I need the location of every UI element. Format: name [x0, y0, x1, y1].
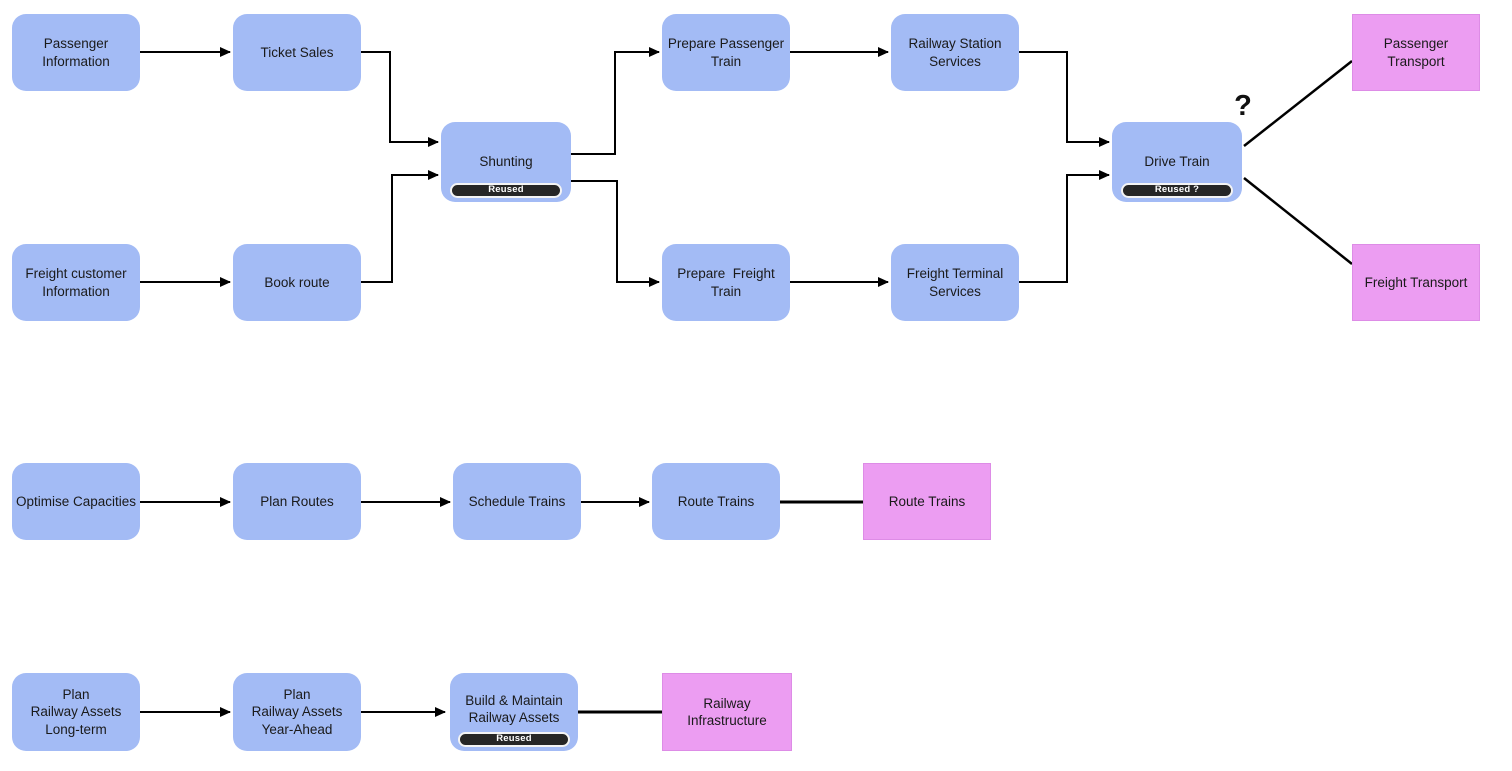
node-label: Freight Transport — [1364, 274, 1468, 290]
question-mark-annotation: ? — [1234, 89, 1252, 122]
connector-terminal-services-to-drive-train — [1019, 170, 1110, 283]
node-label: Plan Routes — [260, 493, 334, 509]
node-drive-train[interactable]: Drive Train Reused ? — [1112, 122, 1242, 202]
node-plan-routes[interactable]: Plan Routes — [233, 463, 361, 540]
node-prepare-passenger-train[interactable]: Prepare Passenger Train — [662, 14, 790, 91]
node-route-trains-output[interactable]: Route Trains — [863, 463, 991, 540]
node-label: Railway Station Services — [908, 36, 1002, 69]
node-book-route[interactable]: Book route — [233, 244, 361, 321]
node-schedule-trains[interactable]: Schedule Trains — [453, 463, 581, 540]
node-plan-railway-assets-year-ahead[interactable]: Plan Railway Assets Year-Ahead — [233, 673, 361, 751]
connector-drive-train-to-freight-transport — [1243, 177, 1353, 265]
node-label: Plan Railway Assets Long-term — [30, 687, 122, 737]
node-label: Drive Train — [1144, 154, 1210, 170]
node-shunting[interactable]: Shunting Reused — [441, 122, 571, 202]
node-label: Prepare Passenger Train — [667, 36, 785, 69]
node-passenger-transport[interactable]: Passenger Transport — [1352, 14, 1480, 91]
node-label: Railway Infrastructure — [687, 695, 767, 728]
node-build-maintain-railway-assets[interactable]: Build & Maintain Railway Assets Reused — [450, 673, 578, 751]
node-label: Prepare Freight Train — [677, 266, 775, 299]
reused-badge: Reused — [450, 183, 562, 198]
node-label: Schedule Trains — [468, 493, 566, 509]
node-label: Freight customer Information — [25, 266, 127, 299]
node-ticket-sales[interactable]: Ticket Sales — [233, 14, 361, 91]
node-label: Plan Railway Assets Year-Ahead — [251, 687, 343, 737]
connector-drive-train-to-passenger-transport — [1243, 60, 1353, 147]
node-label: Passenger Transport — [1383, 36, 1449, 69]
node-label: Freight Terminal Services — [906, 266, 1004, 299]
node-railway-station-services[interactable]: Railway Station Services — [891, 14, 1019, 91]
node-label: Route Trains — [677, 493, 755, 509]
node-passenger-information[interactable]: Passenger Information — [12, 14, 140, 91]
reused-badge: Reused — [458, 732, 570, 747]
node-prepare-freight-train[interactable]: Prepare Freight Train — [662, 244, 790, 321]
node-label: Ticket Sales — [260, 44, 334, 60]
node-plan-railway-assets-long-term[interactable]: Plan Railway Assets Long-term — [12, 673, 140, 751]
connector-shunting-to-prepare-freight — [571, 180, 660, 287]
node-railway-infrastructure[interactable]: Railway Infrastructure — [662, 673, 792, 751]
connector-book-route-to-shunting — [359, 170, 439, 283]
node-optimise-capacities[interactable]: Optimise Capacities — [12, 463, 140, 540]
reused-badge: Reused ? — [1121, 183, 1233, 198]
connector-shunting-to-prepare-passenger — [571, 47, 660, 155]
node-route-trains[interactable]: Route Trains — [652, 463, 780, 540]
connector-station-services-to-drive-train — [1019, 51, 1110, 147]
node-label: Optimise Capacities — [15, 493, 137, 509]
node-freight-customer-information[interactable]: Freight customer Information — [12, 244, 140, 321]
node-label: Book route — [264, 274, 330, 290]
node-freight-transport[interactable]: Freight Transport — [1352, 244, 1480, 321]
node-label: Build & Maintain Railway Assets — [465, 692, 563, 725]
node-label: Passenger Information — [42, 36, 110, 69]
node-label: Route Trains — [888, 493, 966, 509]
connector-ticket-sales-to-shunting — [359, 51, 439, 147]
node-freight-terminal-services[interactable]: Freight Terminal Services — [891, 244, 1019, 321]
node-label: Shunting — [479, 154, 533, 170]
